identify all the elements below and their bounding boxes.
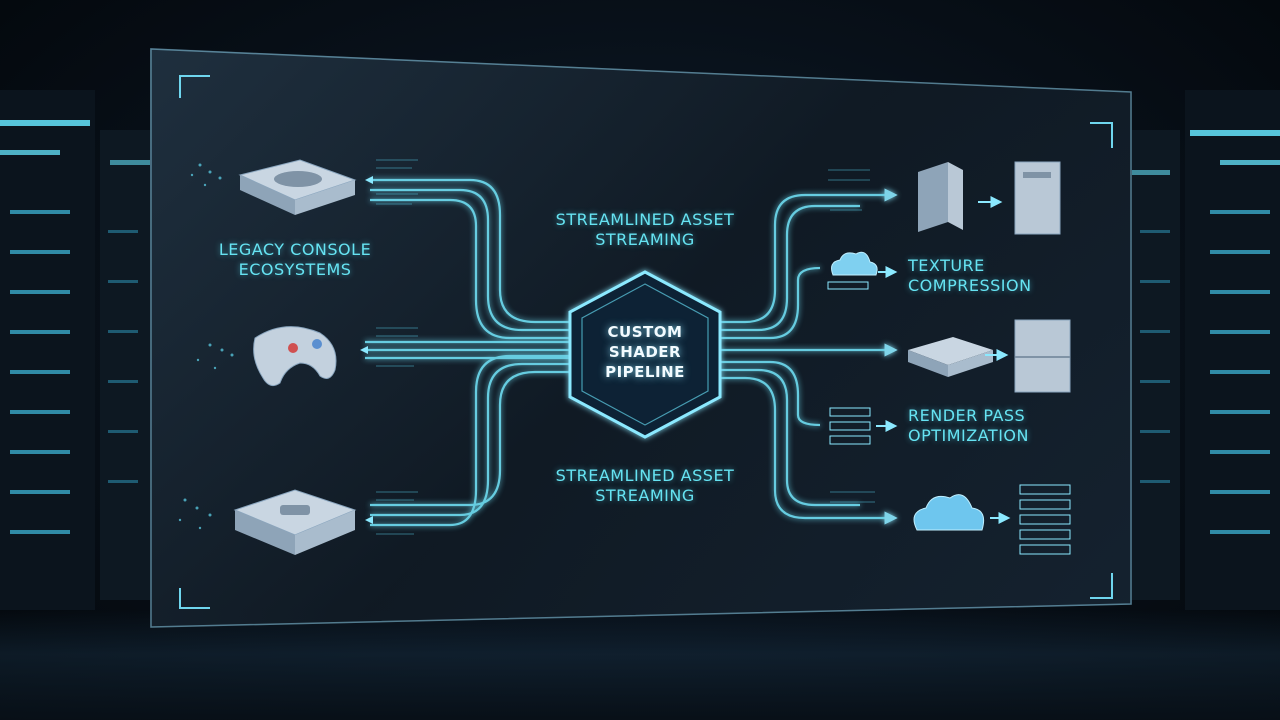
shader-pipeline-hub	[568, 270, 722, 439]
list-icon	[829, 407, 871, 445]
bottom-flow-label: Streamlined Asset Streaming	[555, 466, 735, 505]
server-icon	[1014, 319, 1071, 393]
console-icon	[238, 159, 357, 215]
hub-label: Custom Shader Pipeline	[605, 323, 685, 381]
server-rack-right	[1130, 90, 1280, 610]
right-flow-lines	[705, 188, 898, 525]
left-flow-lines	[365, 178, 585, 527]
texture-compression-label: Texture Compression	[908, 256, 1032, 295]
console-icon	[233, 489, 357, 555]
top-flow-label: Streamlined Asset Streaming	[555, 210, 735, 249]
cloud-icon	[827, 251, 878, 290]
render-pass-label: Render Pass Optimization	[908, 406, 1029, 445]
left-arrow-heads	[360, 176, 373, 524]
server-icon	[918, 162, 963, 232]
legacy-console-label: Legacy Console Ecosystems	[218, 240, 372, 279]
particle-spray	[178, 163, 234, 530]
floor-reflection	[0, 610, 1280, 720]
server-rack-left	[0, 90, 150, 610]
cloud-icon	[913, 494, 985, 531]
console-icon	[908, 337, 993, 377]
list-icon	[1019, 484, 1071, 555]
controller-icon	[253, 326, 337, 387]
server-icon	[1014, 161, 1061, 235]
line-annotation-marks	[376, 159, 875, 535]
